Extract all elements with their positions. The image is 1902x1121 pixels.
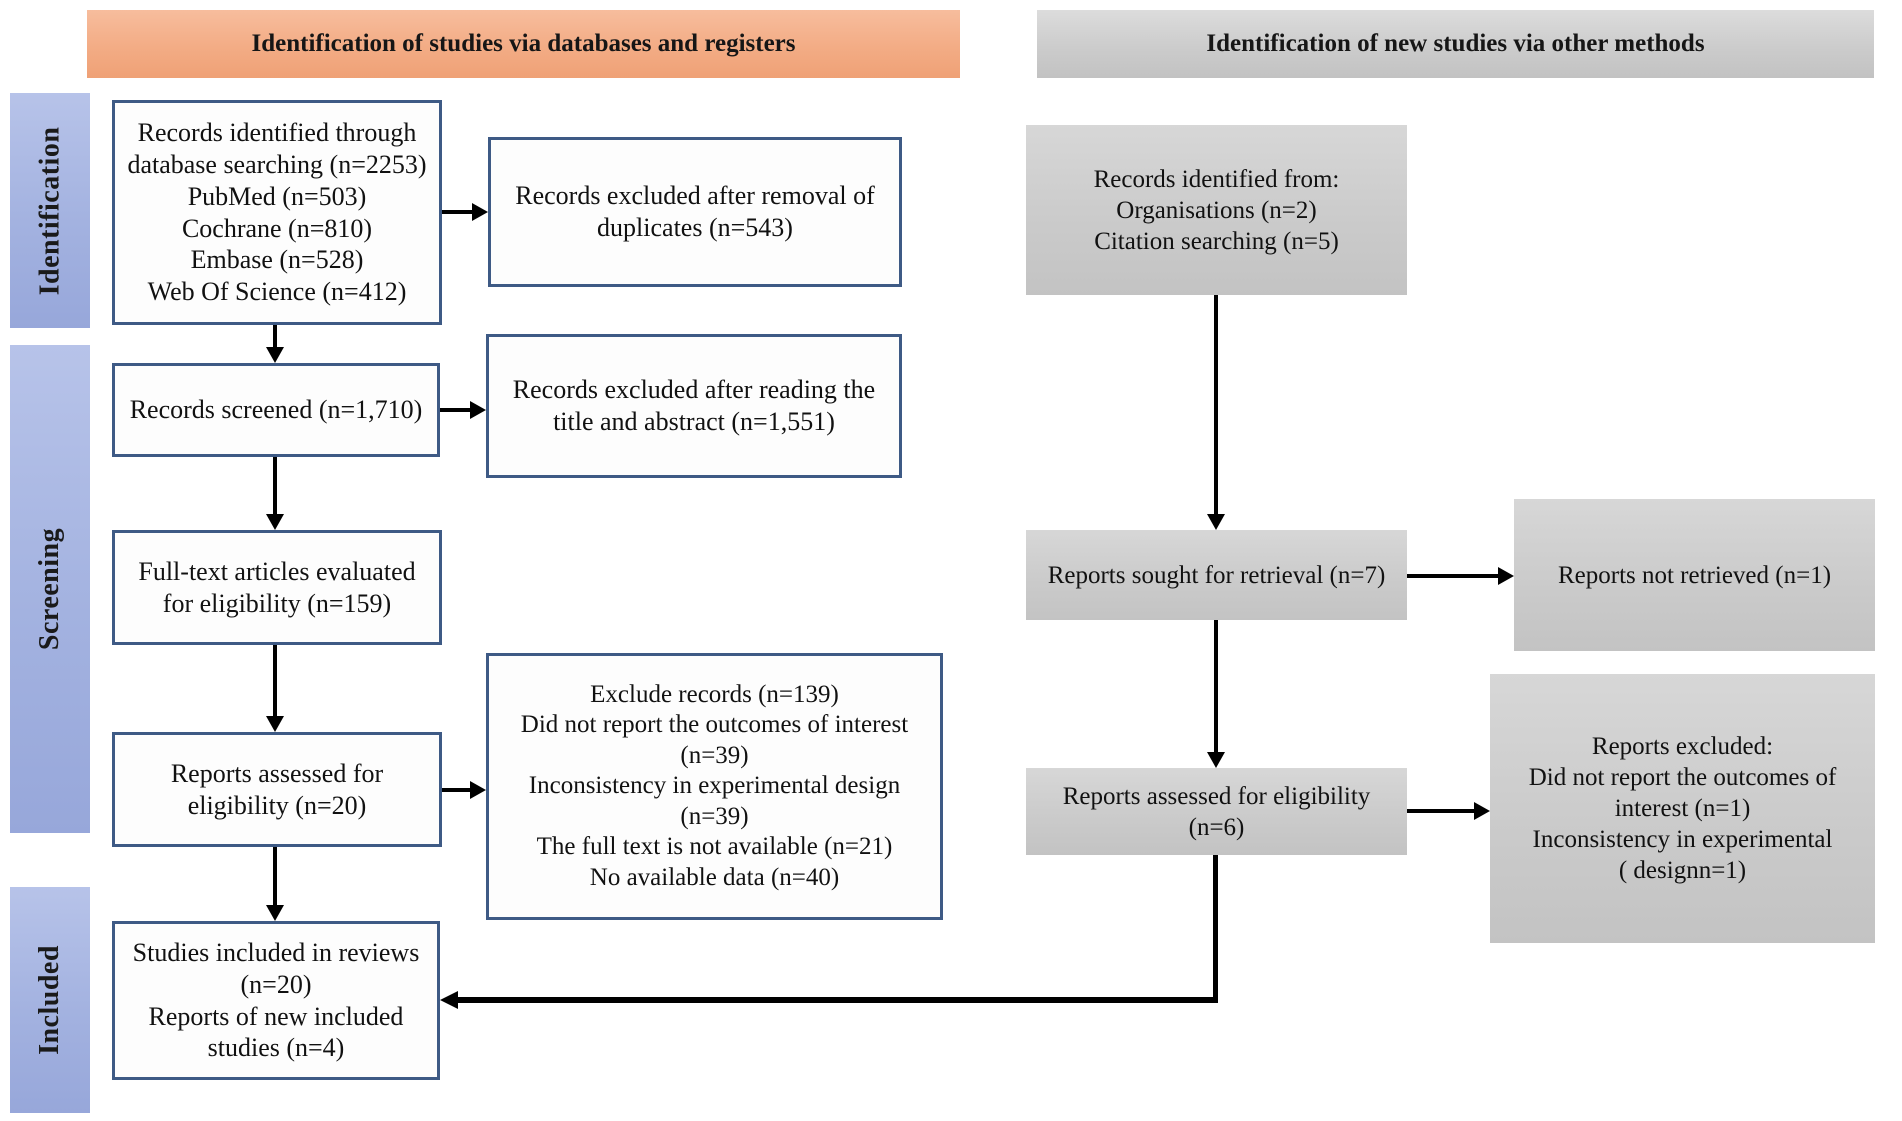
arrow-head: [266, 905, 284, 921]
arrow-head: [266, 347, 284, 363]
box-other-reports-assessed: Reports assessed for eligibility (n=6): [1026, 768, 1407, 855]
arrow-stem: [442, 210, 472, 214]
box-fulltext-evaluated: Full-text articles evaluated for eligibi…: [112, 530, 442, 645]
arrow-head: [1207, 514, 1225, 530]
box-other-reports-excluded: Reports excluded: Did not report the out…: [1490, 674, 1875, 943]
box-duplicates-excluded: Records excluded after removal of duplic…: [488, 137, 902, 287]
arrow-stem: [442, 788, 470, 792]
arrow-stem: [273, 645, 277, 716]
box-records-screened: Records screened (n=1,710): [112, 363, 440, 457]
arrow-head: [1207, 752, 1225, 768]
arrow-head: [440, 991, 458, 1009]
box-exclusion-reasons: Exclude records (n=139) Did not report t…: [486, 653, 943, 920]
arrow-head: [1474, 802, 1490, 820]
header-other-methods: Identification of new studies via other …: [1037, 10, 1874, 78]
arrow-head: [470, 401, 486, 419]
arrow-stem: [1407, 809, 1474, 813]
box-title-abstract-excluded: Records excluded after reading the title…: [486, 334, 902, 478]
stage-bar-screening: Screening: [10, 345, 90, 833]
arrow-head: [472, 203, 488, 221]
arrow-stem: [1407, 574, 1498, 578]
box-studies-included: Studies included in reviews (n=20) Repor…: [112, 921, 440, 1080]
arrow-head: [266, 716, 284, 732]
arrow-stem: [273, 847, 277, 905]
arrow-stem: [273, 457, 277, 514]
box-records-identified: Records identified through database sear…: [112, 100, 442, 325]
stage-bar-included: Included: [10, 887, 90, 1113]
stage-label-identification: Identification: [34, 126, 65, 295]
box-reports-sought: Reports sought for retrieval (n=7): [1026, 530, 1407, 620]
stage-label-included: Included: [34, 945, 66, 1055]
stage-bar-identification: Identification: [10, 93, 90, 328]
box-reports-assessed: Reports assessed for eligibility (n=20): [112, 732, 442, 847]
arrow-stem: [1214, 620, 1218, 752]
header-databases-registers: Identification of studies via databases …: [87, 10, 960, 78]
arrow-head: [1498, 567, 1514, 585]
arrow-head: [266, 514, 284, 530]
box-reports-not-retrieved: Reports not retrieved (n=1): [1514, 499, 1875, 651]
stage-label-screening: Screening: [34, 527, 66, 651]
arrow-head: [470, 781, 486, 799]
arrow-stem: [440, 408, 470, 412]
arrow-stem: [1213, 855, 1218, 1003]
arrow-stem: [1214, 295, 1218, 514]
arrow-stem: [456, 997, 1218, 1003]
box-other-records-identified: Records identified from: Organisations (…: [1026, 125, 1407, 295]
arrow-stem: [273, 325, 277, 347]
